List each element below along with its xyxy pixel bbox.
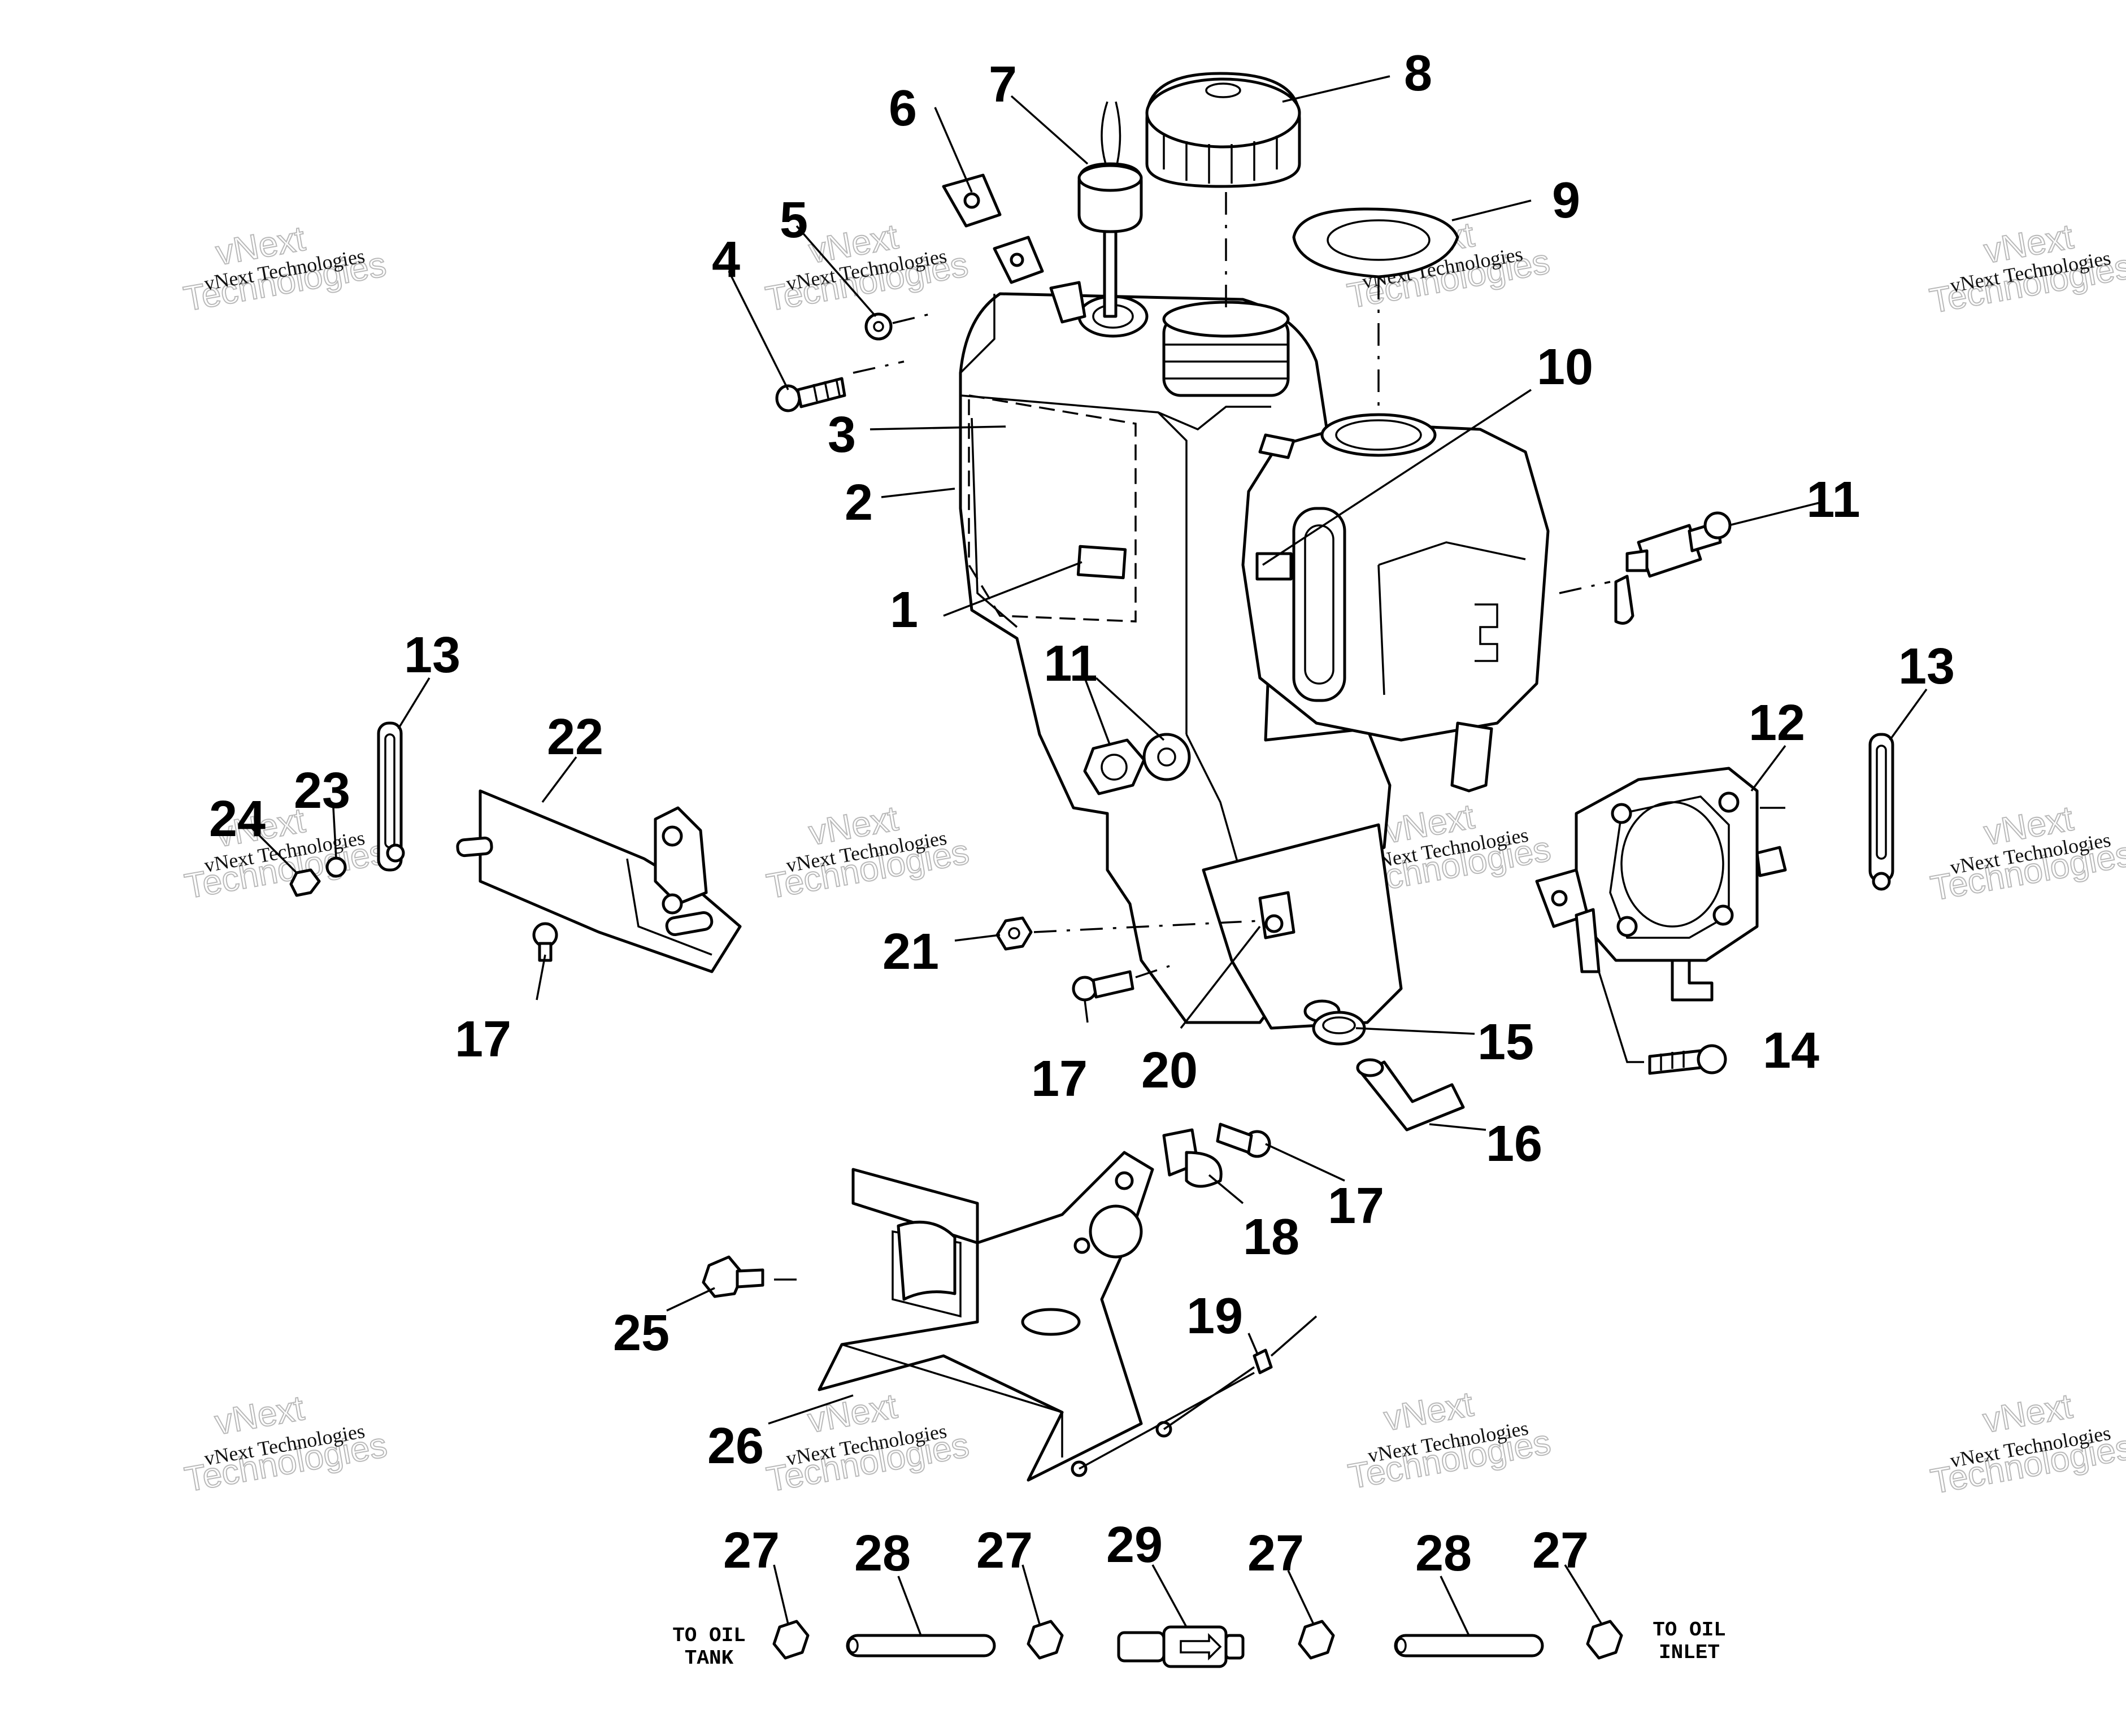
strap-left — [377, 721, 405, 872]
callout-10: 10 — [1537, 339, 1593, 395]
watermark-mid-right: vNext Technologies vNext Technologies — [1927, 798, 2126, 908]
note-to-oil-inlet-line1: TO OIL — [1653, 1618, 1726, 1642]
callout-28-left: 28 — [854, 1525, 911, 1582]
callout-17-right: 17 — [1328, 1178, 1384, 1234]
mounting-bracket — [456, 789, 742, 973]
oil-pump — [1535, 767, 1787, 1002]
callout-17-center: 17 — [1031, 1051, 1088, 1107]
callout-27-a: 27 — [723, 1522, 780, 1579]
callout-15: 15 — [1477, 1014, 1534, 1071]
tank-cap — [1145, 72, 1301, 316]
note-to-oil-tank-line1: TO OIL — [672, 1624, 746, 1647]
bolt-25 — [702, 1255, 802, 1298]
callout-28-right: 28 — [1415, 1525, 1472, 1582]
watermark-mid-center: vNext Technologies vNext Technologies — [763, 798, 972, 907]
callout-17-left: 17 — [455, 1011, 511, 1068]
clip-nuts — [942, 173, 1086, 324]
screw-and-washer — [775, 312, 933, 412]
callout-23: 23 — [294, 763, 350, 819]
callout-13-right: 13 — [1898, 638, 1955, 695]
washer-and-nut — [289, 856, 558, 962]
callout-27-b: 27 — [976, 1522, 1033, 1579]
callout-14: 14 — [1763, 1023, 1819, 1079]
callout-6: 6 — [889, 80, 917, 137]
callout-26: 26 — [707, 1418, 764, 1474]
callout-20: 20 — [1141, 1042, 1198, 1099]
callout-24: 24 — [209, 791, 266, 847]
callout-7: 7 — [989, 56, 1017, 113]
watermark-top-right: vNext Technologies vNext Technologies — [1926, 216, 2126, 321]
callout-numbers: 1 2 3 4 5 6 7 8 9 10 11 11 12 13 13 14 1… — [209, 45, 1955, 1582]
callout-8: 8 — [1404, 45, 1432, 102]
callout-4: 4 — [712, 232, 740, 288]
callout-5: 5 — [780, 192, 808, 249]
callout-1: 1 — [890, 582, 918, 638]
lower-bracket — [818, 1151, 1172, 1482]
note-to-oil-tank-line2: TANK — [685, 1647, 734, 1670]
callout-22: 22 — [547, 709, 603, 765]
callout-19: 19 — [1186, 1288, 1243, 1345]
watermark-mid-left: vNext Technologies vNext Technologies — [181, 800, 390, 907]
level-sensor — [1077, 101, 1143, 318]
strap-right — [1868, 733, 1894, 891]
reservoir-gasket — [1292, 207, 1459, 412]
pump-screw — [1598, 971, 1727, 1075]
callout-27-d: 27 — [1532, 1522, 1589, 1579]
watermark-bottom-center: vNext Technologies vNext Technologies — [763, 1386, 972, 1500]
callout-16: 16 — [1486, 1116, 1542, 1172]
elbow-fitting — [1356, 1058, 1465, 1132]
secondary-reservoir — [1241, 413, 1550, 793]
callout-21: 21 — [882, 924, 939, 980]
watermark-top-left: vNext Technologies vNext Technologies — [180, 219, 389, 320]
leader-lines — [247, 75, 1928, 1636]
callout-11-upper: 11 — [1806, 472, 1860, 528]
watermark-bottom-right: vNext Technologies vNext Technologies — [1927, 1386, 2126, 1502]
callout-25: 25 — [613, 1305, 669, 1361]
grommet — [1312, 1011, 1366, 1046]
callout-2: 2 — [845, 475, 873, 531]
callout-11-lower: 11 — [1044, 636, 1097, 692]
fuel-line-assembly — [772, 1620, 1623, 1668]
callout-12: 12 — [1749, 695, 1805, 751]
watermark-bottom-left: vNext Technologies vNext Technologies — [181, 1388, 390, 1500]
callout-27-c: 27 — [1247, 1525, 1304, 1582]
petcock-valve — [1559, 511, 1732, 625]
nut-and-washer — [1083, 733, 1191, 795]
callout-3: 3 — [828, 407, 856, 463]
flow-notes: TO OIL TANK TO OIL INLET — [672, 1618, 1726, 1670]
callout-29: 29 — [1106, 1517, 1163, 1573]
note-to-oil-inlet-line2: INLET — [1659, 1641, 1720, 1664]
oil-tank — [959, 292, 1403, 1030]
watermark-bottom-mid: vNext Technologies vNext Technologies — [1345, 1384, 1554, 1497]
callout-18: 18 — [1243, 1209, 1299, 1265]
callout-13-left: 13 — [404, 627, 460, 684]
callout-9: 9 — [1552, 172, 1580, 229]
